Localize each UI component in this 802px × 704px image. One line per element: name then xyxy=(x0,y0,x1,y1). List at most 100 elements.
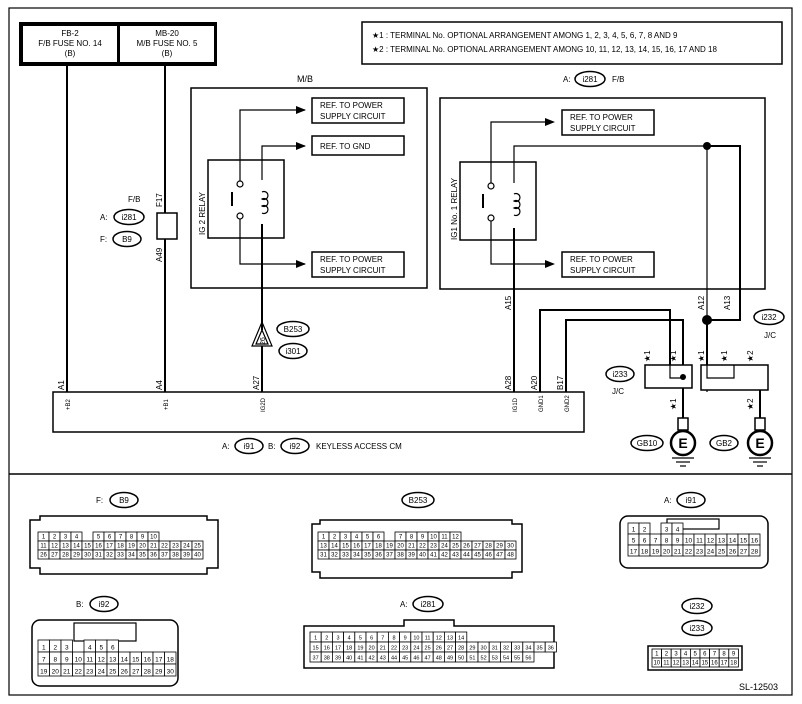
i281-pin-label: 32 xyxy=(503,646,509,652)
b253-tag xyxy=(401,491,435,509)
jc-tag-2 xyxy=(681,619,713,637)
i281-pin-label: 12 xyxy=(436,636,442,642)
ig2-wire-top xyxy=(239,109,305,181)
fb-ref-power-1a: REF. TO POWER xyxy=(570,113,633,122)
i281-pin-label: 17 xyxy=(335,646,341,652)
arrow-ref-power-1 xyxy=(296,106,306,114)
b253-pin-label: 17 xyxy=(364,544,371,550)
cm-a-prefix: A: xyxy=(222,442,230,451)
b253-pin-label: 42 xyxy=(441,553,448,559)
b9-tag xyxy=(109,491,139,509)
fb-block-title: F/B xyxy=(128,195,140,204)
b253-pin-label: 18 xyxy=(375,544,382,550)
jc-pin-label: 18 xyxy=(730,661,737,667)
i281-pin-label: 21 xyxy=(380,646,386,652)
i281-pin-label: 42 xyxy=(369,656,375,662)
wire-a20 xyxy=(539,309,671,392)
i281-pin-label: 16 xyxy=(324,646,330,652)
b9-pin-label: 32 xyxy=(106,553,113,559)
fb-ref-power-2b: SUPPLY CIRCUIT xyxy=(570,266,636,275)
i281-pin-label: 44 xyxy=(391,656,397,662)
i91-pin-label: 26 xyxy=(729,549,737,556)
b253-pin-label: 43 xyxy=(452,553,459,559)
i281-pin-label: 8 xyxy=(392,636,395,642)
b253-pin-label: 24 xyxy=(441,544,448,550)
i91-pin-label: 4 xyxy=(676,527,680,534)
conn-b9-tag xyxy=(112,230,142,248)
fuse-1-line3: (B) xyxy=(65,49,76,58)
term-a15: A15 xyxy=(504,295,513,310)
fuse-box-fb2 xyxy=(23,26,117,62)
i91-pin-label: 10 xyxy=(685,538,693,545)
term-a27: A27 xyxy=(252,375,261,390)
i281-pin-label: 47 xyxy=(425,656,431,662)
i281-pin-cell xyxy=(544,641,557,653)
cm-name: KEYLESS ACCESS CM xyxy=(316,442,402,451)
splice-c2: i301 xyxy=(285,347,301,356)
i281-conn: i281 xyxy=(420,600,436,609)
jc-pin-label: 2 xyxy=(665,652,669,658)
i281-pin-label: 23 xyxy=(402,646,408,652)
ig2-relay-box xyxy=(207,159,285,239)
arrow-ref-power-2 xyxy=(296,260,306,268)
b9-pin-label: 29 xyxy=(73,553,80,559)
i281-pin-label: 20 xyxy=(369,646,375,652)
jc-pin-label: 7 xyxy=(713,652,717,658)
star-1e: ★1 xyxy=(720,350,729,362)
cm-pin-b2: +B2 xyxy=(66,398,72,410)
i281-pin-label: 52 xyxy=(481,656,487,662)
i92-pin-label: 25 xyxy=(109,669,117,676)
b253-pin-label: 22 xyxy=(419,544,426,550)
gb10-tag xyxy=(630,434,664,452)
b253-pin-label: 33 xyxy=(342,553,349,559)
i91-pin-label: 8 xyxy=(665,538,669,545)
i91-pin-label: 14 xyxy=(729,538,737,545)
conn-i232-tag xyxy=(753,308,785,326)
b9-pin-label: 13 xyxy=(62,544,69,550)
i92-tag xyxy=(89,595,119,613)
i281-pin-label: 56 xyxy=(525,656,531,662)
i281-pin-label: 33 xyxy=(514,646,520,652)
legend-line-2: ★2 : TERMINAL No. OPTIONAL ARRANGEMENT A… xyxy=(372,45,717,54)
b9-pin-label: 9 xyxy=(141,535,145,541)
b253-pin-label: 9 xyxy=(421,535,425,541)
fb-block-f-conn: B9 xyxy=(122,235,132,244)
b9-pin-label: 35 xyxy=(139,553,146,559)
b253-pin-label: 38 xyxy=(397,553,404,559)
conn-i233-tag xyxy=(605,365,635,383)
jc-pin-label: 16 xyxy=(711,661,718,667)
b253-pin-label: 34 xyxy=(353,553,360,559)
i91-pin-label: 19 xyxy=(652,549,660,556)
i281-pin-label: 26 xyxy=(436,646,442,652)
i92-pin-label: 15 xyxy=(132,657,140,664)
i91-conn: i91 xyxy=(686,496,697,505)
term-a13: A13 xyxy=(723,295,732,310)
b253-pin-label: 16 xyxy=(353,544,360,550)
b9-pin-cell xyxy=(191,549,204,560)
i91-pin-label: 2 xyxy=(643,527,647,534)
mb-ref-gnd: REF. TO GND xyxy=(320,142,371,151)
i92-pin-label: 5 xyxy=(99,645,103,652)
i92-pin-label: 12 xyxy=(98,657,106,664)
i281-pin-label: 54 xyxy=(503,656,509,662)
b9-conn: B9 xyxy=(119,496,129,505)
fb-a49: A49 xyxy=(155,247,164,262)
cm-a-conn: i91 xyxy=(244,442,255,451)
ig2-wire-bottom xyxy=(239,219,305,265)
b9-pin-label: 4 xyxy=(75,535,79,541)
i92-pin-label: 21 xyxy=(63,669,71,676)
i92-pin-label: 10 xyxy=(75,657,83,664)
i91-pin-label: 21 xyxy=(674,549,682,556)
wire-a13 xyxy=(707,145,741,321)
jc-pin-label: 17 xyxy=(721,661,728,667)
b253-pin-label: 45 xyxy=(474,553,481,559)
b9-pin-label: 25 xyxy=(194,544,201,550)
fb-block-a-conn: i281 xyxy=(121,213,137,222)
i92-pin-label: 1 xyxy=(42,645,46,652)
jc-pin-label: 8 xyxy=(722,652,726,658)
jc-tag-1 xyxy=(681,597,713,615)
i281-pin-label: 31 xyxy=(492,646,498,652)
b9-pin-label: 11 xyxy=(40,544,47,550)
i281-pin-label: 15 xyxy=(313,646,319,652)
i281-pin-label: 4 xyxy=(348,636,351,642)
